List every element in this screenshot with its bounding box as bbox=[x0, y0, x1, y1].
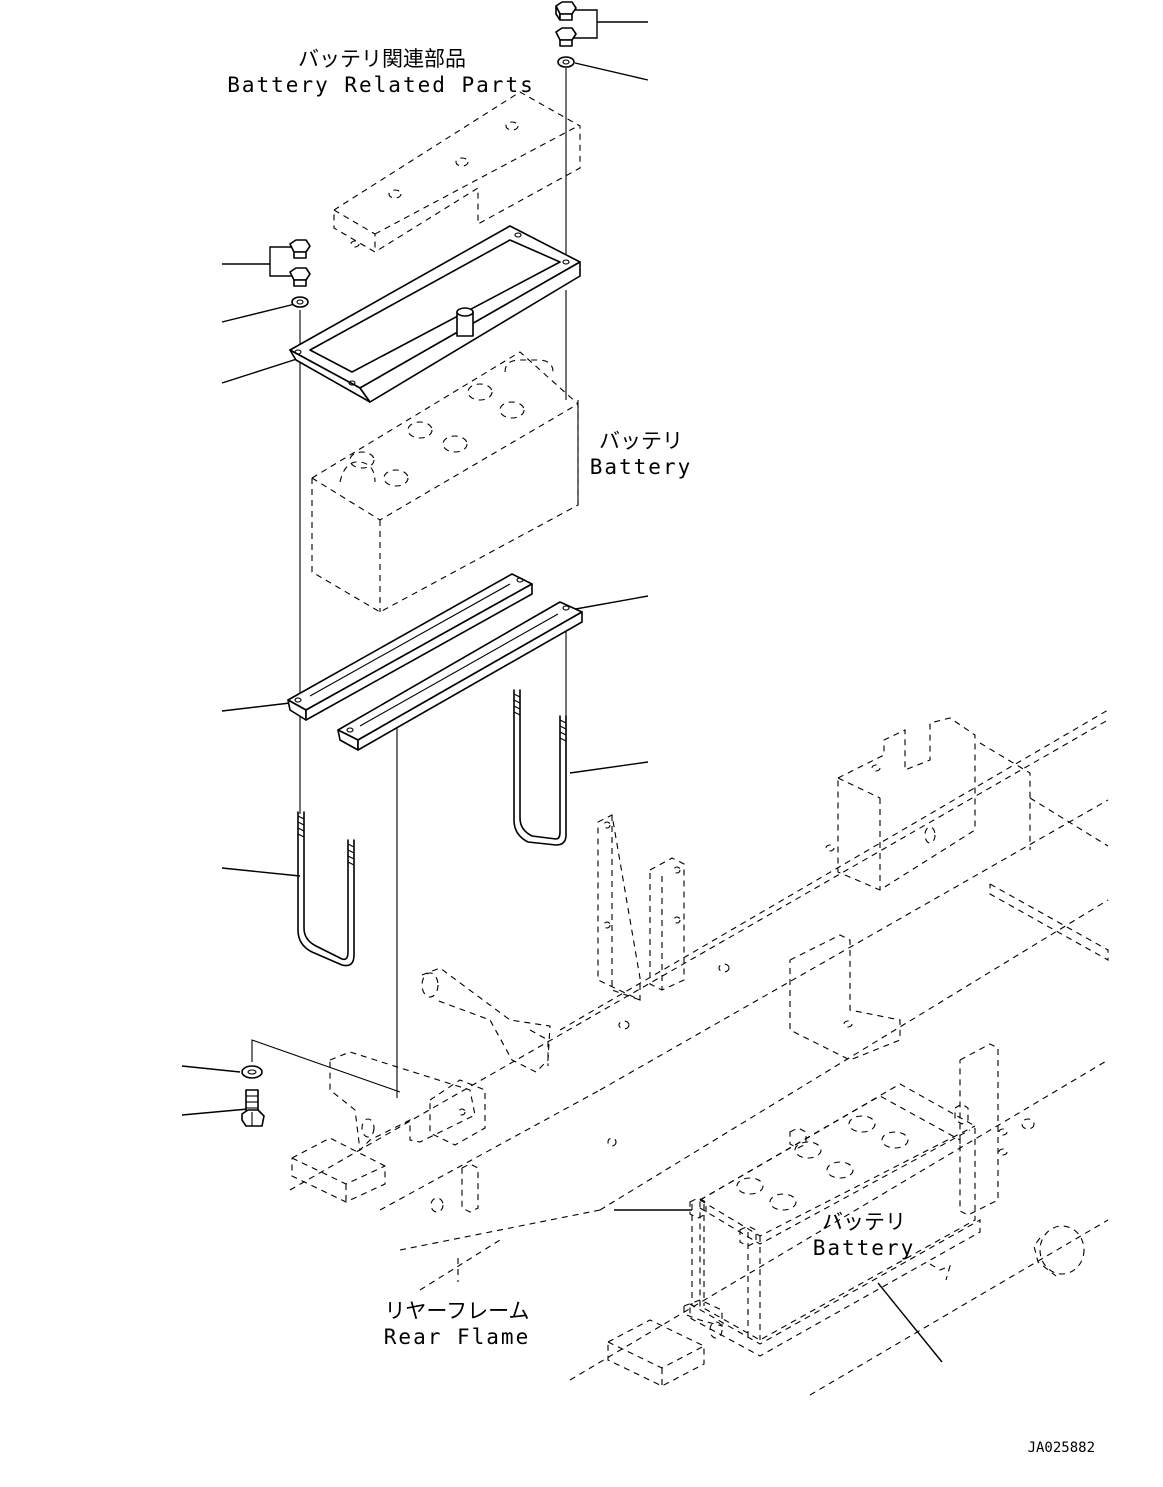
support-bars bbox=[287, 573, 583, 751]
rear-frame-hidden bbox=[289, 709, 1109, 1396]
left-nuts bbox=[289, 239, 311, 308]
j-bolts bbox=[297, 689, 567, 967]
mount-bracket-hidden bbox=[825, 717, 976, 891]
upper-battery-hidden bbox=[311, 351, 579, 613]
angle-brackets-hidden bbox=[597, 814, 685, 1001]
drawing-code: JA025882 bbox=[1028, 1440, 1095, 1456]
lower-mount-hidden bbox=[291, 963, 1035, 1387]
label-battery-related-jp: バッテリ関連部品 bbox=[298, 47, 466, 71]
pipe-mount-hidden bbox=[421, 934, 901, 1073]
left-bolt bbox=[241, 1065, 265, 1127]
installed-battery-hidden bbox=[683, 1083, 1085, 1357]
label-battery-upper-en: Battery bbox=[590, 455, 693, 479]
label-battery-upper-jp: バッテリ bbox=[599, 429, 683, 453]
battery-cover-hidden bbox=[333, 91, 581, 253]
top-nuts bbox=[555, 1, 577, 68]
label-rear-frame-en: Rear Flame bbox=[384, 1325, 530, 1349]
label-battery-related-en: Battery Related Parts bbox=[227, 73, 535, 97]
battery-hold-down-frame bbox=[289, 225, 581, 403]
text-labels: バッテリ関連部品 Battery Related Parts バッテリ Batt… bbox=[227, 47, 1095, 1456]
leader-lines bbox=[181, 9, 943, 1363]
label-rear-frame-jp: リヤーフレーム bbox=[384, 1299, 529, 1323]
label-battery-lower-jp: バッテリ bbox=[822, 1210, 906, 1234]
label-battery-lower-en: Battery bbox=[813, 1236, 916, 1260]
